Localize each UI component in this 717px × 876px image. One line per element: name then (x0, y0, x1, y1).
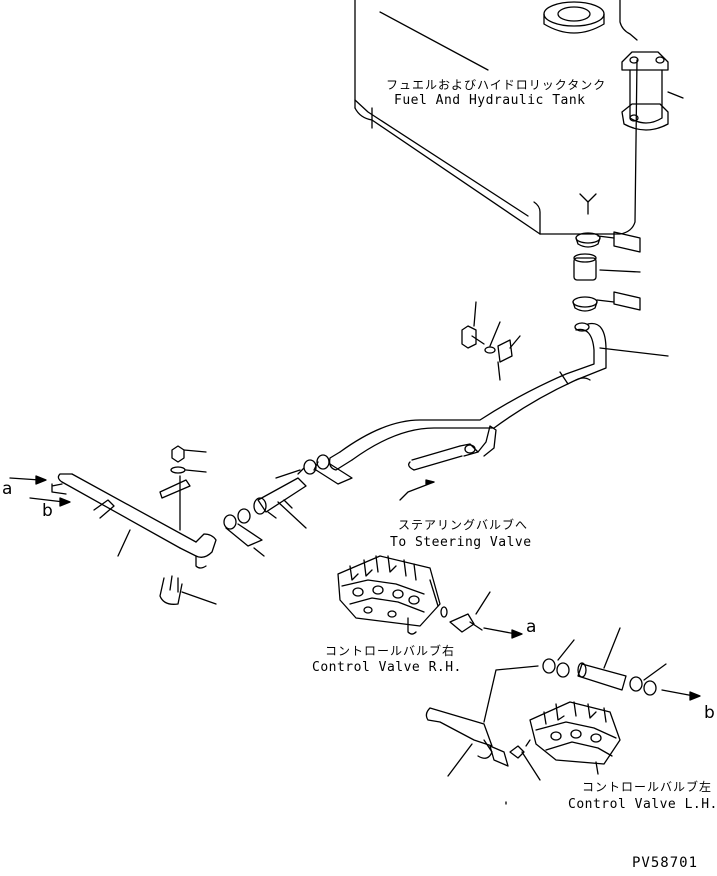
tank-label-en: Fuel And Hydraulic Tank (394, 93, 586, 108)
elbow-fitting-left (159, 575, 217, 605)
flow-arrows-left (9, 475, 71, 507)
tank-outlet-clamps (572, 193, 641, 312)
control-valve-lh (529, 701, 621, 775)
callout-b-left: b (42, 501, 54, 521)
callout-a-right: a (526, 617, 537, 637)
nut-washer (159, 445, 207, 531)
callout-a-left: a (2, 479, 13, 499)
control-valve-rh (337, 555, 491, 635)
middle-hose-clamps (223, 454, 353, 557)
steering-label-en: To Steering Valve (390, 535, 532, 550)
cv-rh-label-en: Control Valve R.H. (312, 660, 462, 675)
fuel-hydraulic-tank (354, 0, 638, 235)
steering-label-jp: ステアリングバルブへ (398, 518, 529, 532)
bottom-pipe (425, 707, 541, 781)
cv-lh-label-en: Control Valve L.H. (568, 797, 717, 812)
callout-b-right: b (704, 703, 716, 723)
cv-rh-label-jp: コントロールバルブ右 (325, 644, 456, 658)
steering-valve-hose (399, 425, 497, 501)
cv-lh-label-jp: コントロールバルブ左 (582, 780, 713, 794)
suction-tube (328, 322, 669, 471)
tank-label-jp: フュエルおよびハイドロリックタンク (386, 78, 607, 92)
bolt-washer-bracket (461, 301, 521, 381)
lower-left-pipe (51, 473, 217, 569)
drawing-code: PV58701 (632, 855, 699, 871)
lower-right-hose (483, 627, 701, 723)
flow-arrow-a-right (483, 627, 523, 639)
tank-breather (621, 51, 684, 131)
